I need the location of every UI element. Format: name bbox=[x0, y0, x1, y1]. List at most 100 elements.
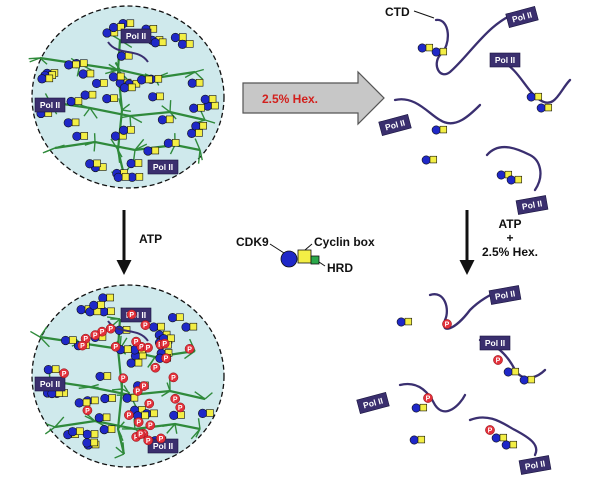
cdk9-cyclin-unit bbox=[148, 92, 164, 102]
cdk9-cyclin-unit bbox=[66, 96, 83, 107]
cyclin-box-icon bbox=[197, 104, 205, 112]
cdk9-icon bbox=[72, 131, 82, 141]
phosphate-icon: P bbox=[156, 433, 166, 444]
cdk9-cyclin-unit bbox=[78, 69, 95, 79]
cyclin-box-icon bbox=[509, 440, 518, 449]
cdk9-cyclin-unit bbox=[163, 138, 180, 148]
cdk9-cyclin-unit bbox=[501, 440, 518, 450]
hexanediol-arrow: 2.5% Hex. bbox=[242, 70, 385, 126]
svg-text:P: P bbox=[83, 336, 88, 343]
cyclin-box-icon bbox=[103, 372, 112, 380]
cyclin-box-label: Cyclin box bbox=[314, 235, 375, 249]
cdk9-icon bbox=[411, 403, 421, 413]
svg-text:P: P bbox=[187, 346, 192, 353]
cyclin-box-icon bbox=[80, 59, 88, 67]
svg-text:P: P bbox=[127, 413, 132, 420]
hrd-icon bbox=[310, 255, 320, 265]
cdk9-icon bbox=[501, 440, 511, 450]
cdk9-cyclin-unit bbox=[149, 322, 165, 332]
svg-text:P: P bbox=[143, 323, 148, 330]
pol-ii-tag: Pol II bbox=[34, 97, 66, 113]
cdk9-icon bbox=[99, 425, 109, 435]
phosphate-icon: P bbox=[442, 319, 452, 329]
svg-text:P: P bbox=[85, 408, 90, 415]
cyclin-box-icon bbox=[199, 121, 207, 130]
hexanediol-label-right: 2.5% Hex. bbox=[482, 245, 538, 259]
cdk9-icon bbox=[157, 115, 168, 125]
phosphate-icon: P bbox=[105, 323, 116, 334]
cyclin-box-icon bbox=[90, 430, 99, 438]
cdk9-icon bbox=[431, 125, 441, 135]
phosphate-icon: P bbox=[77, 340, 88, 351]
cyclin-box-icon bbox=[69, 336, 77, 344]
cdk9-cyclin-unit bbox=[519, 375, 536, 385]
svg-text:P: P bbox=[136, 420, 141, 427]
cdk9-cyclin-unit bbox=[113, 172, 130, 182]
cdk9-icon bbox=[76, 305, 86, 315]
cdk9-cyclin-unit bbox=[100, 393, 116, 404]
cyclin-box-icon bbox=[51, 365, 60, 373]
cdk9-icon bbox=[108, 72, 119, 82]
cdk9-icon bbox=[150, 38, 160, 48]
cyclin-box-icon bbox=[74, 97, 83, 105]
cdk9-icon bbox=[92, 78, 102, 89]
cdk9-icon bbox=[200, 94, 210, 104]
cdk9-cyclin-unit bbox=[99, 307, 115, 317]
cdk9-icon bbox=[503, 367, 513, 377]
cdk9-icon bbox=[506, 175, 516, 185]
cyclin-box-icon bbox=[86, 69, 95, 78]
cyclin-box-icon bbox=[439, 125, 448, 134]
cyclin-box-icon bbox=[297, 249, 312, 264]
cdk9-cyclin-unit bbox=[137, 75, 153, 85]
phosphate-icon: P bbox=[161, 353, 171, 364]
cdk9-cyclin-unit bbox=[99, 425, 116, 435]
svg-text:P: P bbox=[121, 376, 126, 383]
cdk9-cyclin-unit bbox=[122, 393, 139, 403]
cdk9-icon bbox=[187, 128, 197, 138]
pol-ii-label: Pol II bbox=[40, 100, 60, 110]
cyclin-box-icon bbox=[93, 159, 101, 168]
phosphate-icon: P bbox=[124, 410, 134, 420]
cdk9-icon bbox=[280, 250, 298, 268]
hexanediol-label: 2.5% Hex. bbox=[262, 92, 318, 106]
svg-text:P: P bbox=[80, 343, 85, 350]
cdk9-icon bbox=[100, 393, 110, 404]
cdk9-icon bbox=[98, 293, 108, 303]
svg-text:P: P bbox=[159, 436, 164, 443]
cdk9-icon bbox=[396, 317, 406, 327]
cdk9-icon bbox=[198, 408, 208, 418]
cdk9-cyclin-unit bbox=[85, 307, 102, 317]
cdk9-cyclin-unit bbox=[108, 72, 125, 82]
cdk9-cyclin-unit bbox=[169, 410, 185, 420]
free-pol-ii-complex: Pol II bbox=[489, 52, 572, 113]
phosphate-icon: P bbox=[175, 402, 186, 413]
cdk9-cyclin-unit bbox=[157, 115, 174, 125]
free-pol-ii-complex: Pol II bbox=[485, 145, 549, 215]
phosphate-icon: P bbox=[82, 405, 93, 416]
cyclin-box-icon bbox=[514, 175, 523, 184]
cyclin-box-icon bbox=[91, 396, 99, 405]
svg-text:P: P bbox=[108, 326, 113, 333]
cyclin-box-icon bbox=[108, 394, 116, 402]
cyclin-box-icon bbox=[419, 403, 428, 412]
pol-ii-tag: Pol II bbox=[120, 28, 152, 44]
cdk9-icon bbox=[94, 413, 104, 423]
cyclin-box-icon bbox=[208, 95, 217, 103]
cdk9-cyclin-unit bbox=[526, 92, 543, 102]
cdk9-icon bbox=[417, 43, 427, 53]
svg-text:P: P bbox=[426, 396, 431, 403]
cdk9-cyclin-unit bbox=[82, 438, 98, 448]
cdk9-icon bbox=[82, 429, 92, 439]
phosphate-icon: P bbox=[170, 393, 181, 404]
cyclin-box-icon bbox=[211, 101, 219, 110]
cdk9-cyclin-unit bbox=[60, 335, 77, 346]
cdk9-cyclin-unit bbox=[421, 155, 438, 165]
atp-label-left: ATP bbox=[139, 232, 162, 246]
cdk9-icon bbox=[137, 75, 147, 85]
cdk9-icon bbox=[168, 313, 178, 323]
cdk9-cyclin-unit bbox=[126, 358, 143, 368]
